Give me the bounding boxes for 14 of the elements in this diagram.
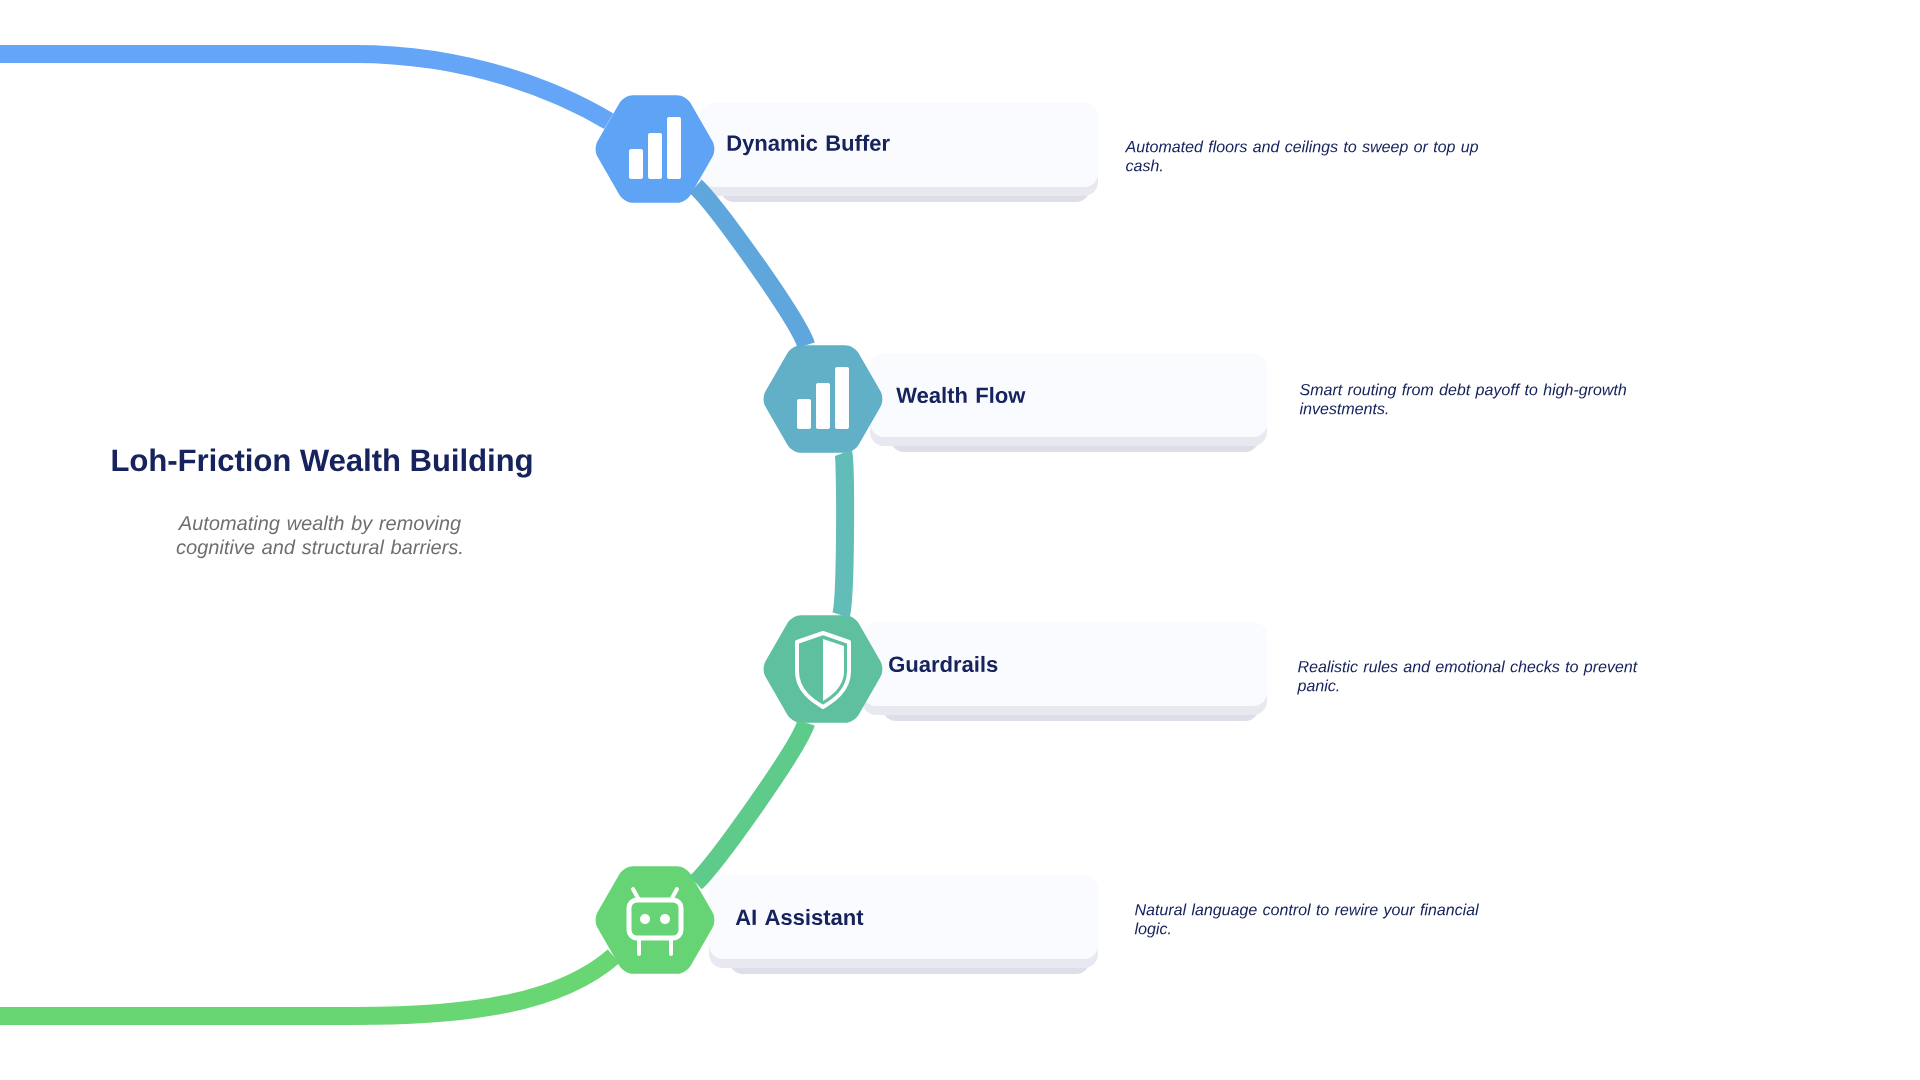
description-text: Realistic rules and emotional checks to prevent panic.	[1297, 660, 1638, 695]
card: Guardrails	[862, 622, 1268, 721]
timeline-curve	[689, 719, 815, 889]
timeline-curve	[0, 949, 620, 1025]
subtitle: Automating wealth by removing cognitive and structural barriers.	[176, 515, 462, 559]
title: Loh-Friction Wealth Building	[112, 448, 532, 478]
description-text: Automated floors and ceilings to sweep or top up cash.	[1124, 140, 1479, 172]
description-text: Smart routing from debt payoff to high-growth investments.	[1299, 383, 1626, 415]
card: Wealth Flow	[870, 353, 1268, 452]
description-text: Natural language control to rewire your financial logic.	[1134, 903, 1479, 938]
timeline-curve	[689, 180, 815, 349]
card: Dynamic Buffer	[700, 103, 1099, 202]
card: AI Assistant	[709, 875, 1099, 974]
timeline-curve	[832, 451, 855, 617]
